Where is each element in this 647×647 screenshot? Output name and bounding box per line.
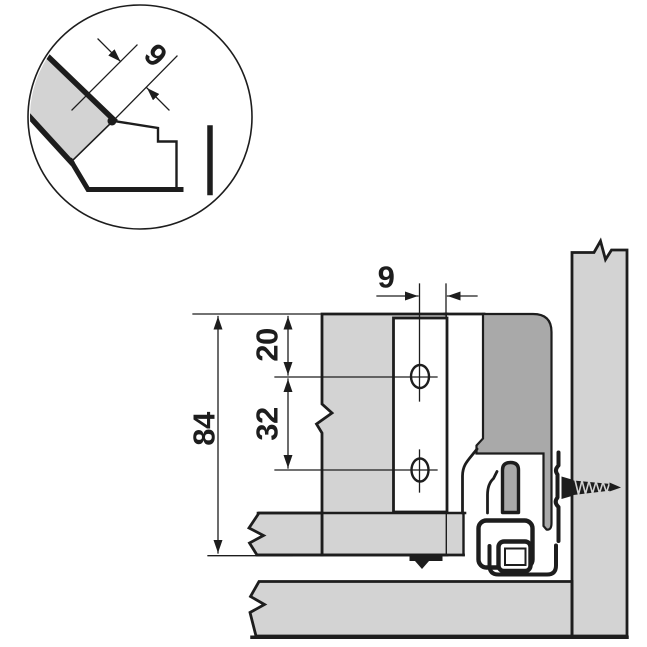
front-panel-outer-edge bbox=[32, 41, 118, 124]
side-panel-shape bbox=[570, 237, 629, 638]
runner-hook-detail bbox=[504, 547, 527, 566]
mounting-screw bbox=[561, 476, 621, 499]
back-panel-foot bbox=[447, 513, 464, 555]
bottom-panel-shape bbox=[248, 580, 574, 638]
side-profile-shape bbox=[475, 312, 553, 531]
screw-head bbox=[561, 476, 574, 499]
dimensions: 84 20 32 9 bbox=[187, 260, 478, 557]
screw-tip bbox=[609, 482, 621, 492]
detail-circle-view: 9 bbox=[27, 4, 253, 230]
extension-line-outer bbox=[71, 44, 138, 111]
drawer-side-profile bbox=[475, 312, 553, 531]
front-panel-inner-edge bbox=[30, 87, 75, 166]
runner-mechanism bbox=[461, 447, 561, 577]
runner-claw bbox=[486, 470, 499, 515]
dimension-label-20: 20 bbox=[250, 328, 285, 361]
detail-circle-outline bbox=[27, 4, 253, 230]
dimension-32: 32 bbox=[250, 378, 293, 469]
dimension-arrow-lower bbox=[146, 87, 170, 111]
bracket-foot-tick bbox=[415, 561, 429, 569]
front-panel-end-cut bbox=[69, 118, 116, 164]
dimension-label-32: 32 bbox=[250, 407, 285, 440]
dimension-label-9: 9 bbox=[378, 260, 395, 295]
cabinet-rail-flange bbox=[553, 450, 561, 543]
drawer-bottom-panel bbox=[246, 511, 324, 557]
drawer-bottom-shape bbox=[246, 511, 324, 557]
back-panel-gap bbox=[447, 314, 483, 513]
cabinet-bottom-panel bbox=[248, 580, 629, 640]
dimension-label-84: 84 bbox=[187, 411, 222, 446]
dimension-arrow-upper bbox=[97, 38, 122, 63]
cabinet-side-panel bbox=[570, 237, 629, 638]
dimension-84: 84 bbox=[187, 315, 223, 554]
extension-line-inner bbox=[113, 55, 178, 121]
extension-lines bbox=[192, 283, 447, 557]
screw-threads bbox=[574, 477, 611, 498]
rail-bottom-hook bbox=[487, 543, 558, 577]
runner-latch-tab bbox=[500, 460, 521, 515]
main-section-view: 84 20 32 9 bbox=[187, 237, 629, 640]
stepped-profile-outline bbox=[112, 119, 178, 191]
bracket-plate bbox=[392, 316, 449, 514]
corner-vertex-dot bbox=[107, 116, 117, 126]
dimension-20: 20 bbox=[250, 315, 293, 376]
dimension-9-top: 9 bbox=[376, 260, 478, 301]
runner-s-curve bbox=[461, 447, 479, 515]
bottom-profile-edge bbox=[67, 157, 184, 192]
